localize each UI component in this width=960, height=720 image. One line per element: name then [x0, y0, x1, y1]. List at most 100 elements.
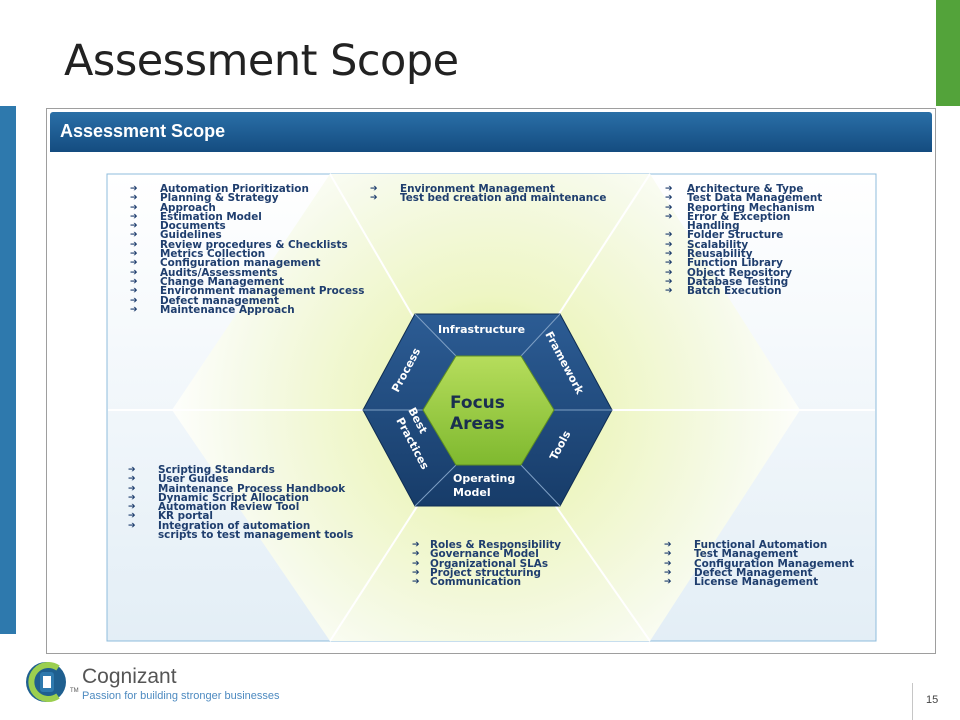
arrow-icon: ➔ — [128, 465, 136, 475]
arrow-icon: ➔ — [665, 230, 673, 241]
list-item-text: Estimation Model — [160, 210, 262, 223]
ring-label-infrastructure: Infrastructure — [438, 323, 525, 336]
arrow-icon: ➔ — [412, 567, 420, 578]
list-item: ➔ Defect management — [130, 294, 364, 307]
list-item: ➔ Folder Structure — [665, 229, 822, 242]
list-item: Handling — [665, 220, 822, 233]
center-label-1: Focus — [450, 393, 505, 413]
list-item: ➔ Scalability — [665, 238, 822, 251]
arrow-icon: ➔ — [412, 558, 420, 569]
list-item-text: Maintenance Process Handbook — [158, 482, 346, 495]
list-item: ➔ Configuration Management — [664, 557, 854, 570]
arrow-icon: ➔ — [128, 483, 136, 494]
list-item: ➔User Guides — [128, 473, 353, 486]
list-item: ➔ License Management — [664, 576, 854, 589]
ring-label-operating-2: Model — [453, 486, 491, 499]
list-item-text: Communication — [430, 576, 522, 589]
list-item-text: Maintenance Approach — [160, 303, 295, 316]
arrow-icon: ➔ — [130, 211, 138, 222]
list-item: ➔ KR portal — [128, 510, 353, 523]
operating-model-list: ➔Roles & Responsibility➔Governance Model… — [412, 540, 561, 589]
arrow-icon: ➔ — [664, 558, 672, 569]
arrow-icon: ➔ — [665, 202, 673, 213]
list-item-text: Review procedures & Checklists — [160, 238, 348, 251]
list-item-text: Architecture & Type — [687, 183, 804, 195]
list-item: ➔Defect Management — [664, 567, 854, 578]
list-item-text: Batch Execution — [687, 285, 782, 298]
list-item: ➔Reporting Mechanism — [665, 202, 822, 213]
arrow-icon: ➔ — [130, 202, 138, 213]
framework-list: ➔Architecture & Type➔Test Data Managemen… — [665, 183, 822, 298]
list-item: ➔Test Data Management — [665, 193, 822, 203]
arrow-icon: ➔ — [130, 230, 138, 241]
list-item: ➔ Planning & Strategy — [130, 192, 364, 205]
list-item-text: Configuration Management — [694, 557, 854, 570]
arrow-icon: ➔ — [665, 211, 673, 222]
list-item-text: Defect management — [160, 294, 279, 307]
arrow-icon: ➔ — [664, 549, 672, 560]
list-item: ➔Environment Management — [370, 183, 606, 195]
arrow-icon: ➔ — [664, 540, 672, 550]
arrow-icon: ➔ — [130, 193, 138, 204]
arrow-icon: ➔ — [128, 511, 136, 522]
list-item-text: Folder Structure — [687, 229, 784, 242]
list-item: ➔ Maintenance Process Handbook — [128, 482, 353, 495]
list-item-text: Function Library — [687, 257, 783, 270]
list-item: ➔Maintenance Approach — [130, 303, 364, 316]
list-item-text: Audits/Assessments — [160, 266, 278, 279]
list-item-text: Environment management Process — [160, 285, 365, 298]
list-item: ➔ Audits/Assessments — [130, 266, 364, 279]
list-item-text: Configuration management — [160, 257, 321, 270]
list-item: ➔Error & Exception — [665, 211, 822, 222]
list-item: ➔Scripting Standards — [128, 465, 353, 475]
infrastructure-list: ➔Environment Management➔Test bed creatio… — [370, 183, 606, 204]
list-item: ➔Test bed creation and maintenance — [370, 193, 606, 204]
footer-divider — [912, 683, 913, 720]
list-item-text: Environment Management — [400, 183, 555, 195]
arrow-icon: ➔ — [412, 549, 420, 560]
arrow-icon: ➔ — [130, 267, 138, 278]
list-item-text: Organizational SLAs — [430, 557, 549, 570]
list-item: ➔Architecture & Type — [665, 183, 822, 195]
list-item-text: Functional Automation — [694, 539, 828, 551]
cognizant-logo — [26, 662, 66, 702]
arrow-icon: ➔ — [664, 577, 672, 588]
arrow-icon: ➔ — [370, 193, 378, 204]
list-item-text: scripts to test management tools — [158, 529, 354, 542]
list-item: ➔Reusability — [665, 248, 822, 261]
center-label-2: Areas — [450, 414, 505, 434]
arrow-icon: ➔ — [130, 221, 138, 232]
arrow-icon: ➔ — [664, 567, 672, 578]
arrow-icon: ➔ — [128, 502, 136, 513]
list-item-text: Reusability — [687, 248, 753, 261]
list-item-text: Dynamic Script Allocation — [158, 491, 309, 504]
list-item-text: Change Management — [160, 275, 285, 288]
arrow-icon: ➔ — [412, 540, 420, 550]
list-item-text: Automation Review Tool — [158, 501, 300, 514]
list-item: ➔Project structuring — [412, 567, 561, 578]
list-item-text: License Management — [694, 576, 819, 589]
arrow-icon: ➔ — [130, 239, 138, 250]
list-item-text: Handling — [687, 220, 740, 233]
list-item: ➔Object Repository — [665, 267, 822, 278]
arrow-icon: ➔ — [130, 295, 138, 306]
accent-bar-blue — [0, 106, 16, 634]
list-item-text: KR portal — [158, 510, 213, 523]
list-item: ➔Database Testing — [665, 275, 822, 288]
arrow-icon: ➔ — [130, 184, 138, 194]
list-item-text: User Guides — [158, 473, 229, 486]
focus-center — [422, 355, 555, 466]
arrow-icon: ➔ — [665, 239, 673, 250]
tools-list: ➔Functional Automation➔Test Management➔C… — [664, 539, 854, 589]
list-item-text: Planning & Strategy — [160, 192, 279, 205]
list-item: ➔Batch Execution — [665, 285, 822, 298]
list-item-text: Scalability — [687, 238, 749, 251]
ring-label-operating-1: Operating — [453, 472, 515, 485]
list-item-text: Database Testing — [687, 275, 789, 288]
page-number: 15 — [926, 694, 939, 706]
list-item-text: Guidelines — [160, 229, 222, 242]
accent-bar-green — [936, 0, 960, 106]
list-item: ➔ Estimation Model — [130, 210, 364, 223]
list-item-text: Governance Model — [430, 548, 539, 561]
